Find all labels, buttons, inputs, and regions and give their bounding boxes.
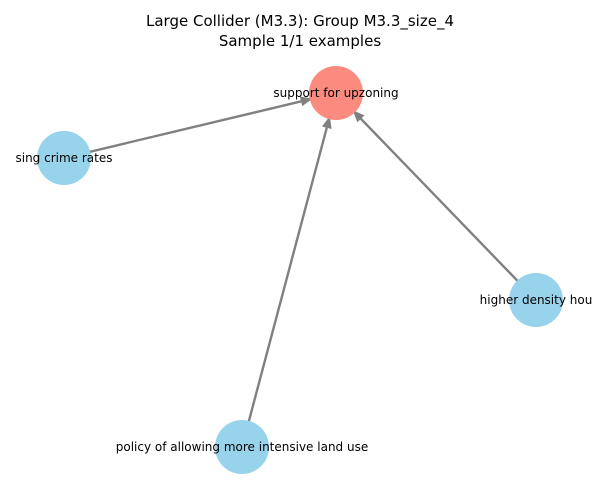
edge-landuse-to-target	[240, 116, 332, 448]
edges-layer	[63, 96, 537, 448]
title-line-2: Sample 1/1 examples	[218, 32, 382, 50]
title-line-1: Large Collider (M3.3): Group M3.3_size_4	[146, 12, 454, 30]
labels-layer: support for upzoning sing crime rates high…	[15, 86, 592, 454]
node-target	[309, 66, 363, 120]
edge-crime-to-target	[63, 96, 313, 160]
node-label-density: higher density hou	[480, 293, 593, 307]
nodes-layer	[37, 66, 563, 474]
node-label-target: support for upzoning	[273, 86, 398, 100]
node-landuse	[215, 420, 269, 474]
node-crime	[37, 131, 91, 185]
node-label-landuse: policy of allowing more intensive land u…	[116, 440, 368, 454]
edge-density-to-target	[352, 110, 537, 301]
node-density	[509, 273, 563, 327]
diagram-title: Large Collider (M3.3): Group M3.3_size_4…	[0, 11, 600, 51]
node-label-crime: sing crime rates	[15, 151, 112, 165]
